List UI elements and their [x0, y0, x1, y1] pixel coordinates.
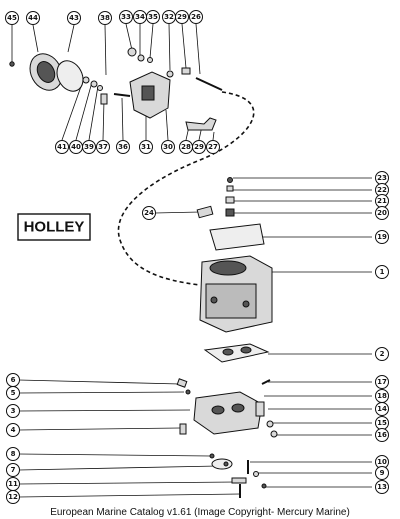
callout-35: 35 — [146, 10, 160, 24]
svg-text:15: 15 — [377, 419, 387, 427]
svg-text:29: 29 — [194, 143, 204, 151]
svg-text:43: 43 — [69, 14, 79, 22]
svg-text:19: 19 — [377, 233, 387, 241]
svg-text:31: 31 — [141, 143, 151, 151]
throttle-body-parts — [18, 378, 372, 498]
svg-text:30: 30 — [163, 143, 173, 151]
callout-29-bottom: 29 — [192, 140, 206, 154]
svg-text:4: 4 — [11, 426, 16, 434]
callout-15: 15 — [375, 416, 389, 430]
callout-13: 13 — [375, 480, 389, 494]
callout-17: 17 — [375, 375, 389, 389]
callout-26: 26 — [189, 10, 203, 24]
callouts: 45 44 43 38 33 34 35 32 29 26 41 40 39 3… — [5, 10, 389, 504]
svg-text:12: 12 — [8, 493, 18, 501]
svg-text:10: 10 — [377, 458, 387, 466]
callout-18: 18 — [375, 389, 389, 403]
svg-text:13: 13 — [377, 483, 387, 491]
callout-24: 24 — [142, 206, 156, 220]
callout-4: 4 — [6, 423, 20, 437]
callout-32: 32 — [162, 10, 176, 24]
svg-text:1: 1 — [380, 268, 385, 276]
holley-brand-box: HOLLEY — [17, 213, 91, 241]
svg-text:32: 32 — [164, 13, 174, 21]
svg-text:36: 36 — [118, 143, 128, 151]
svg-text:33: 33 — [121, 13, 131, 21]
svg-text:7: 7 — [11, 466, 16, 474]
svg-text:16: 16 — [377, 431, 387, 439]
svg-text:2: 2 — [380, 350, 385, 358]
callout-33: 33 — [119, 10, 133, 24]
callout-5: 5 — [6, 386, 20, 400]
callout-7: 7 — [6, 463, 20, 477]
callout-36: 36 — [116, 140, 130, 154]
callout-14: 14 — [375, 402, 389, 416]
svg-text:38: 38 — [100, 14, 110, 22]
callout-19: 19 — [375, 230, 389, 244]
callout-38: 38 — [98, 11, 112, 25]
svg-text:40: 40 — [71, 143, 81, 151]
callout-37: 37 — [96, 140, 110, 154]
svg-text:28: 28 — [181, 143, 191, 151]
image-caption: European Marine Catalog v1.61 (Image Cop… — [0, 506, 400, 519]
callout-45: 45 — [5, 11, 19, 25]
callout-23: 23 — [375, 171, 389, 185]
svg-text:17: 17 — [377, 378, 387, 386]
svg-text:8: 8 — [11, 450, 16, 458]
callout-9: 9 — [375, 466, 389, 480]
callout-43: 43 — [67, 11, 81, 25]
callout-11: 11 — [6, 477, 20, 491]
svg-text:5: 5 — [11, 389, 16, 397]
svg-text:6: 6 — [11, 376, 16, 384]
svg-text:29: 29 — [177, 13, 187, 21]
callout-30: 30 — [161, 140, 175, 154]
callout-12: 12 — [6, 490, 20, 504]
svg-text:44: 44 — [28, 14, 38, 22]
svg-text:41: 41 — [57, 143, 67, 151]
svg-text:23: 23 — [377, 174, 387, 182]
callout-3: 3 — [6, 404, 20, 418]
holley-brand-label: HOLLEY — [24, 219, 85, 236]
top-leaders — [11, 23, 215, 141]
callout-44: 44 — [26, 11, 40, 25]
svg-text:11: 11 — [8, 480, 18, 488]
callout-16: 16 — [375, 428, 389, 442]
svg-text:14: 14 — [377, 405, 387, 413]
svg-text:27: 27 — [208, 143, 218, 151]
svg-text:24: 24 — [144, 209, 154, 217]
callout-20: 20 — [375, 206, 389, 220]
callout-41: 41 — [55, 140, 69, 154]
callout-21: 21 — [375, 194, 389, 208]
callout-31: 31 — [139, 140, 153, 154]
svg-text:22: 22 — [377, 186, 387, 194]
callout-22: 22 — [375, 183, 389, 197]
svg-text:26: 26 — [191, 13, 201, 21]
callout-27: 27 — [206, 140, 220, 154]
carburetor-middle-parts — [154, 177, 372, 363]
svg-text:45: 45 — [7, 14, 17, 22]
svg-text:9: 9 — [380, 469, 385, 477]
svg-text:20: 20 — [377, 209, 387, 217]
svg-text:18: 18 — [377, 392, 387, 400]
callout-39: 39 — [82, 140, 96, 154]
svg-text:37: 37 — [98, 143, 108, 151]
svg-text:34: 34 — [135, 13, 145, 21]
callout-28: 28 — [179, 140, 193, 154]
callout-40: 40 — [69, 140, 83, 154]
callout-1: 1 — [375, 265, 389, 279]
svg-text:39: 39 — [84, 143, 94, 151]
choke-housing-parts — [9, 47, 223, 131]
choke-rod-path — [117, 91, 255, 286]
callout-8: 8 — [6, 447, 20, 461]
svg-text:3: 3 — [11, 407, 16, 415]
callout-6: 6 — [6, 373, 20, 387]
callout-29-top: 29 — [175, 10, 189, 24]
callout-34: 34 — [133, 10, 147, 24]
svg-text:21: 21 — [377, 197, 387, 205]
callout-2: 2 — [375, 347, 389, 361]
svg-text:35: 35 — [148, 13, 158, 21]
